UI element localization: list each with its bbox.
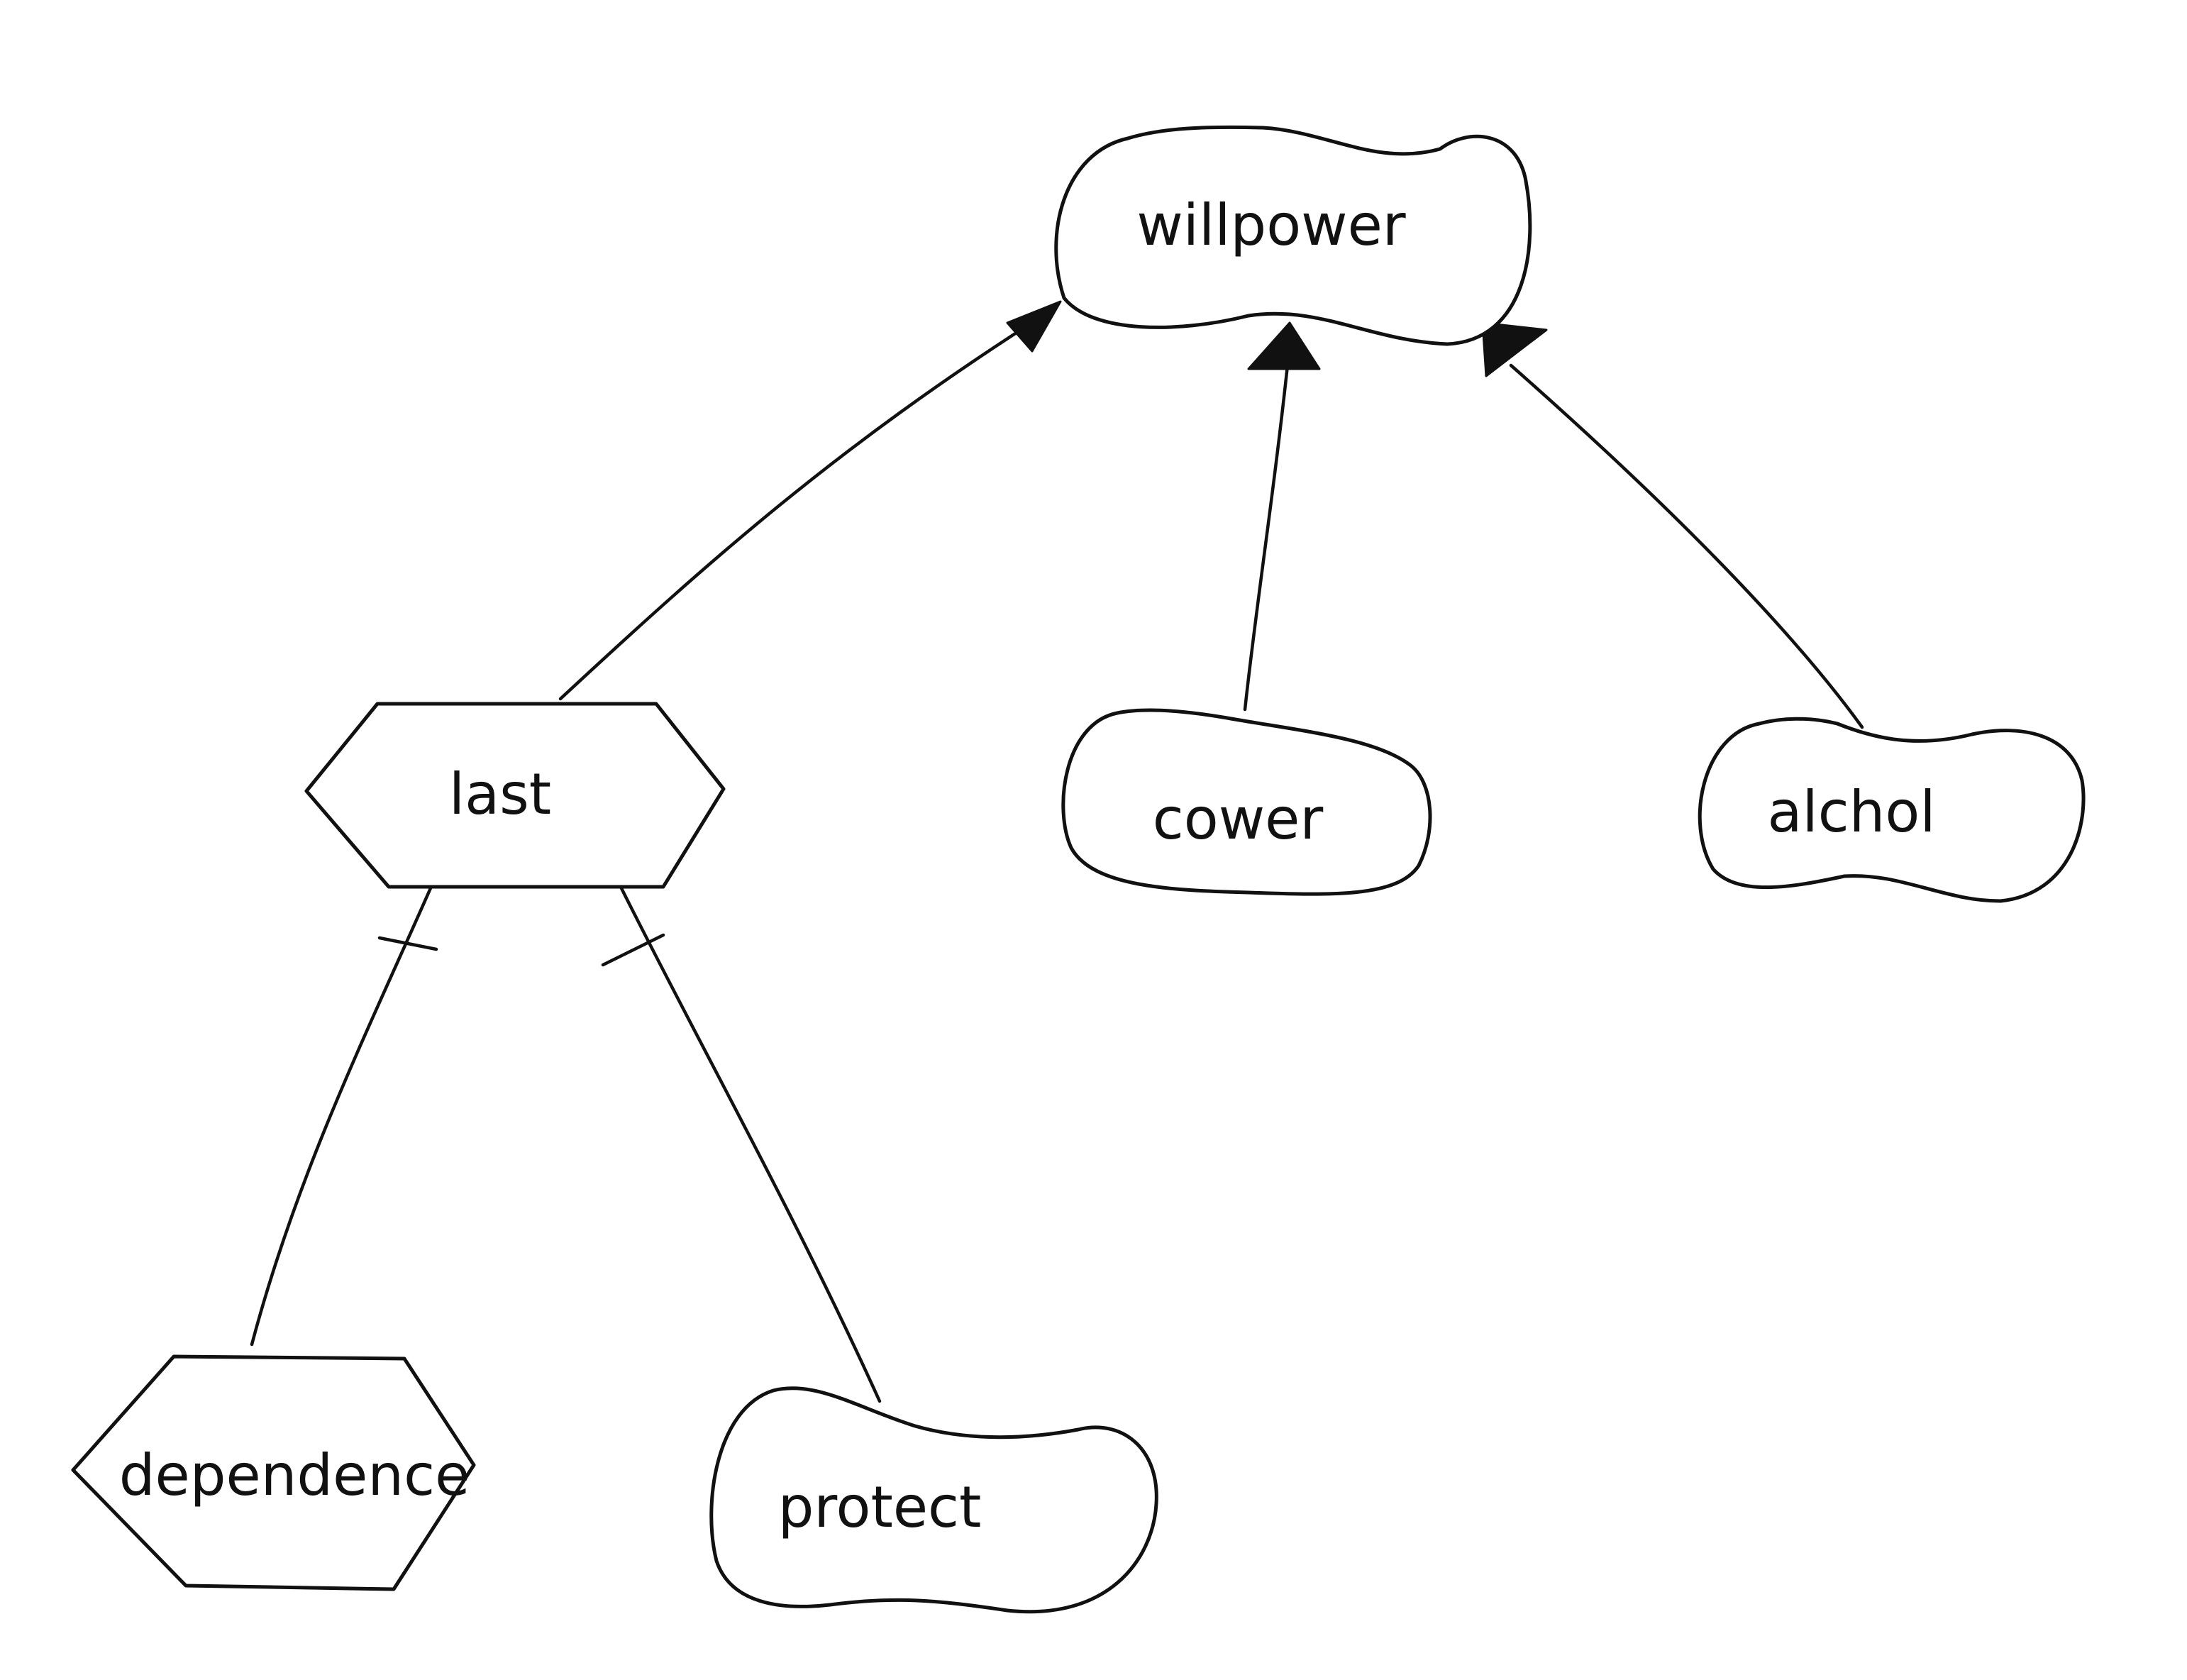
edges — [250, 300, 1864, 1403]
cloud-shape — [1698, 717, 2086, 903]
edge-last-to-protect — [619, 885, 882, 1403]
edge-alchol-to-willpower — [1509, 363, 1864, 729]
arrow-head-cower-willpower — [1247, 321, 1321, 370]
node-label: dependence — [119, 1442, 470, 1508]
cloud-shape — [1061, 708, 1432, 896]
node-label: willpower — [1136, 192, 1405, 258]
cloud-shape — [709, 1386, 1158, 1614]
hexagon-shape — [304, 702, 726, 889]
node-alchol: alchol — [1698, 717, 2086, 903]
edge-last-to-dependence — [250, 881, 435, 1347]
node-label: cower — [1153, 786, 1324, 852]
node-label: alchol — [1767, 779, 1935, 845]
cloud-shape — [1054, 125, 1532, 346]
arrow-head-last-willpower — [1006, 300, 1062, 353]
node-label: protect — [778, 1474, 982, 1540]
arrow-head-alchol-willpower — [1481, 321, 1548, 377]
cross-tick-protect — [601, 933, 665, 967]
node-label: last — [449, 761, 551, 827]
node-dependence: dependence — [71, 1354, 476, 1591]
node-willpower: willpower — [1054, 125, 1532, 346]
node-last: last — [304, 702, 726, 889]
edge-last-to-willpower — [558, 314, 1045, 701]
hexagon-shape — [71, 1354, 476, 1591]
node-cower: cower — [1061, 708, 1432, 896]
edge-cower-to-willpower — [1243, 363, 1290, 712]
node-protect: protect — [709, 1386, 1158, 1614]
cross-tick-dependence — [377, 936, 438, 951]
